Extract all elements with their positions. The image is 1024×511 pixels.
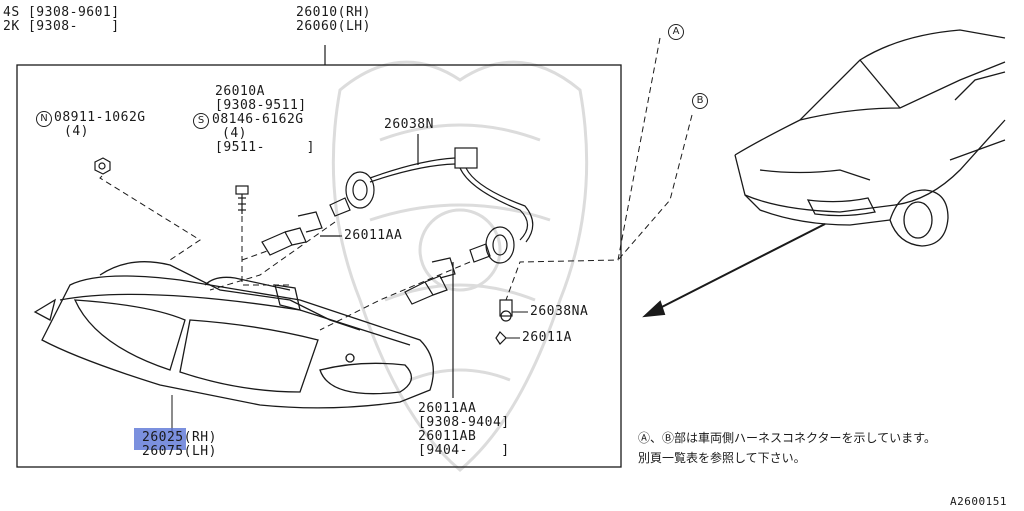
assembly-frame [16,64,622,468]
watermark-crest [331,60,589,472]
connector-b-marker: B [692,93,708,109]
nut [94,157,111,175]
connector-a-marker: A [668,24,684,40]
model-range-4s: 4S [9308-9601] [3,5,120,20]
nut-quantity: (4) [64,124,89,139]
headlamp-housing [33,261,434,409]
housing-lh-label: 26060(LH) [296,19,371,34]
selected-part-highlight[interactable] [134,428,186,450]
bolt-quantity: (4) [222,126,247,141]
harness-part-number: 26038N [384,117,434,132]
bulb-main-part-number: 26011AA [344,228,403,243]
bulb-low-part-number-2: 26011AB [418,429,477,444]
model-range-2k: 2K [9308- ] [3,19,120,34]
bolt-part-number: 08146-6162G [212,112,304,127]
socket-part-number: 26038NA [530,304,589,319]
nut-part-number: 08911-1062G [54,110,146,125]
connector-note-line1: Ⓐ、Ⓑ部は車両側ハーネスコネクターを示しています。 [638,431,936,445]
screw-date-range: [9308-9511] [215,98,307,113]
n-symbol-icon: N [36,111,52,127]
bolt-date-range: [9511- ] [215,140,315,155]
bulb-low [404,257,456,398]
car-outline [734,29,1006,247]
bulb-low-date-range-2: [9404- ] [418,443,510,458]
bolt [235,185,249,214]
bulb-low-date-range-1: [9308-9404] [418,415,510,430]
s-symbol-icon: S [193,113,209,129]
connector-note-line2: 別頁一覧表を参照して下さい。 [638,451,806,465]
socket-small [495,299,513,345]
screw-part-number: 26010A [215,84,265,99]
assembly-rh-label[interactable]: 26025(RH) [142,430,217,445]
small-bulb-part-number: 26011A [522,330,572,345]
assembly-lh-label: 26075(LH) [142,444,217,459]
pointer-arrow [642,223,826,318]
bulb-low-part-number-1: 26011AA [418,401,477,416]
catalog-id: A2600151 [950,495,1007,508]
bulb-main [261,211,340,256]
harness [329,134,534,264]
housing-rh-label: 26010(RH) [296,5,371,20]
